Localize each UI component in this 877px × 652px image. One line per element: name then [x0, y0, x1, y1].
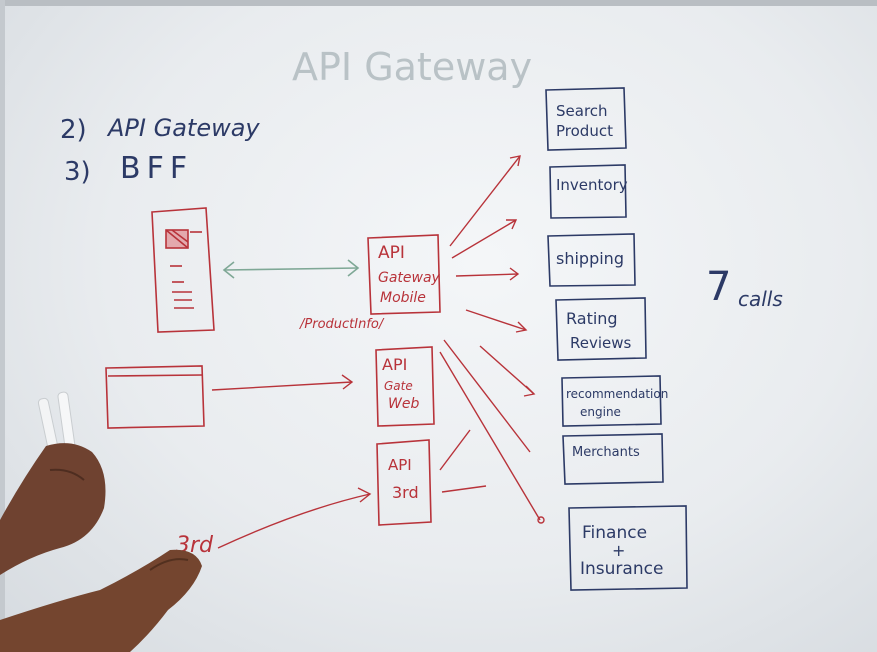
mobile-to-gateway-arrow [222, 259, 360, 279]
service-box-merchants: Merchants [562, 433, 664, 485]
list-item-number: 2) [60, 115, 87, 145]
calls-word: calls [738, 287, 783, 311]
board-title: API Gateway [292, 45, 532, 89]
service-label: Merchants [572, 445, 640, 460]
product-info-label: /ProductInfo/ [299, 317, 385, 332]
service-label: + [612, 541, 625, 560]
service-label: Search [556, 102, 608, 120]
service-call-arrows [439, 155, 545, 524]
service-box-rating-reviews: Rating Reviews [555, 297, 647, 361]
presenter-hand-with-markers [0, 391, 106, 575]
gateway-3rd-line1: API [388, 456, 412, 474]
service-box-shipping: shipping [547, 233, 636, 287]
gateway-mobile-line1: API [378, 243, 405, 263]
list-item-text: BFF [120, 151, 193, 186]
service-label: engine [580, 405, 621, 419]
gateway-mobile-line2: Gateway [378, 270, 441, 286]
gateway-mobile-line3: Mobile [380, 290, 426, 306]
list-item-number: 3) [64, 157, 91, 187]
web-client-sketch [105, 365, 205, 429]
service-box-inventory: Inventory [549, 164, 628, 219]
presenter-pointing-hand [0, 549, 202, 652]
service-label: shipping [556, 249, 624, 268]
gateway-3rd-line2: 3rd [392, 483, 419, 502]
service-label: Inventory [556, 176, 628, 194]
gateway-web-line1: API [382, 355, 407, 374]
service-box-finance-insurance: Finance + Insurance [568, 505, 688, 591]
gateway-web-line2: Gate [384, 379, 413, 393]
gateway-box-web: API Gate Web [375, 346, 435, 427]
board-frame-top [0, 0, 877, 6]
board-frame-left [0, 0, 5, 652]
service-box-recommendation-engine: recommendation engine [561, 375, 668, 427]
service-label: Finance [582, 523, 647, 543]
web-to-gateway-arrow [211, 374, 354, 391]
service-box-search-product: Search Product [545, 87, 627, 151]
service-label: Rating [566, 309, 618, 328]
mobile-client-sketch [151, 207, 215, 333]
service-label: Insurance [580, 559, 663, 579]
thirdparty-to-gateway-arrow [217, 487, 372, 549]
gateway-box-third-party: API 3rd [376, 439, 432, 526]
service-label: Reviews [570, 334, 632, 352]
gateway-box-mobile: API Gateway Mobile [367, 234, 441, 315]
list-item-text: API Gateway [106, 114, 260, 142]
service-label: Product [556, 122, 613, 140]
gateway-web-line3: Web [388, 396, 419, 412]
service-label: recommendation [566, 387, 668, 401]
calls-count: 7 [706, 264, 731, 310]
